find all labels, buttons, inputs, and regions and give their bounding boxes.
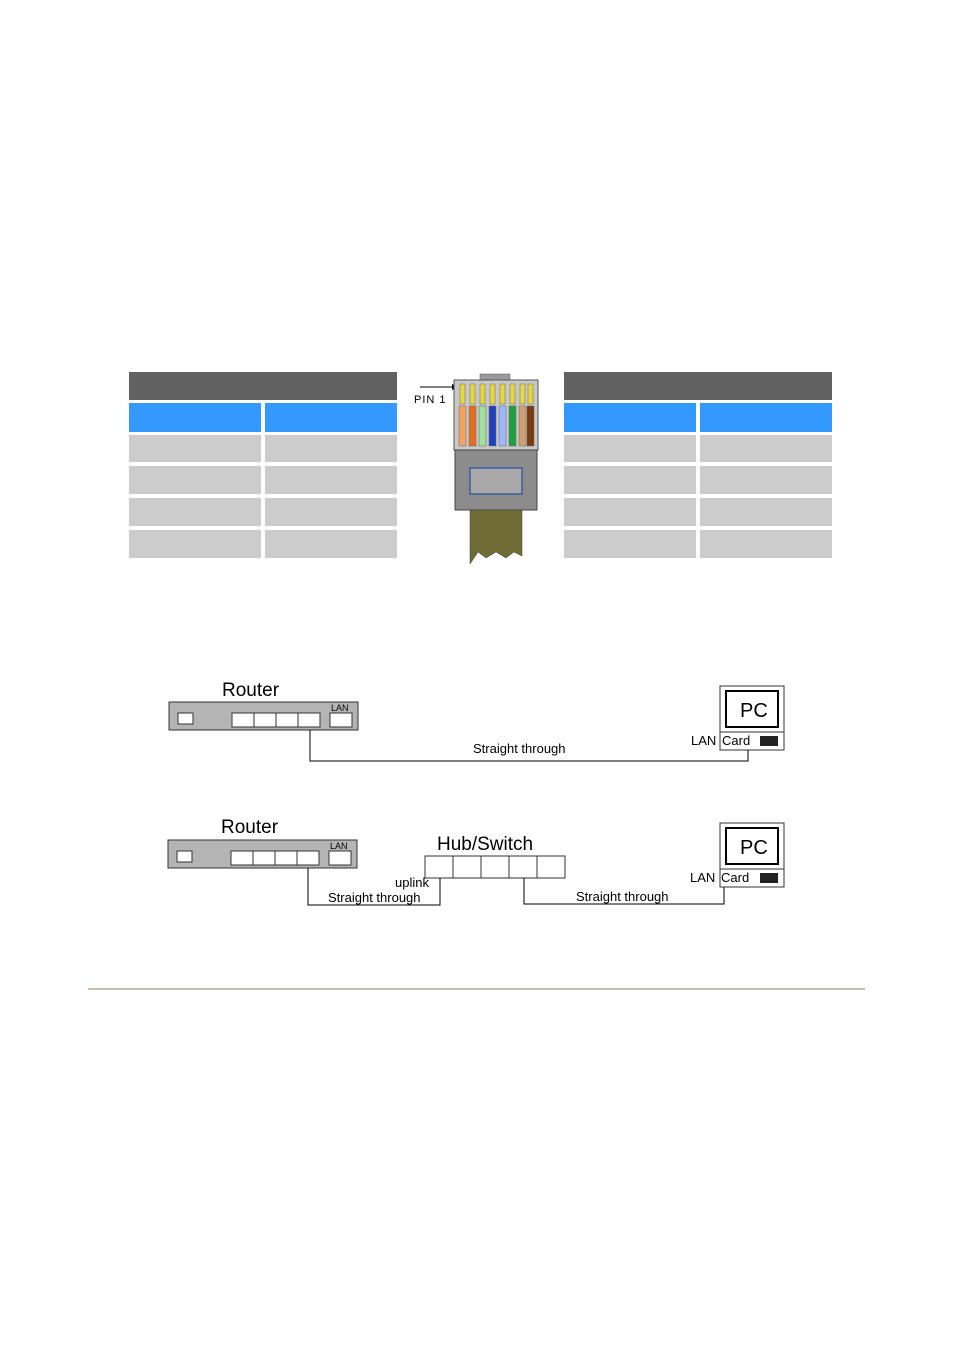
diagram1-lan-label: LAN xyxy=(691,733,716,748)
left-table-subheader-col2 xyxy=(265,403,397,432)
right-table-row-1-col2 xyxy=(700,435,832,462)
diagram1-router-lan-label: LAN xyxy=(331,703,349,713)
left-table-row-2-col1 xyxy=(129,466,261,494)
right-table-row-4-col2 xyxy=(700,530,832,558)
diagram2-cable-2-label: Straight through xyxy=(576,889,669,904)
connector-wires xyxy=(458,405,535,447)
diagram2-uplink-label: uplink xyxy=(395,875,429,890)
right-table-row-3-col1 xyxy=(564,498,696,526)
diagram2-hub-switch xyxy=(424,855,566,879)
diagram2-cable-2 xyxy=(523,878,725,905)
horizontal-divider xyxy=(88,988,865,990)
diagram2-cable-1 xyxy=(307,868,441,906)
diagram1-router-label: Router xyxy=(222,680,280,701)
left-table-row-1-col2 xyxy=(265,435,397,462)
left-table-row-3-col1 xyxy=(129,498,261,526)
diagram2-pc-label: PC xyxy=(740,837,768,859)
diagram2-router: LAN xyxy=(167,839,358,869)
left-table-subheader-col1 xyxy=(129,403,261,432)
right-table-subheader-col1 xyxy=(564,403,696,432)
left-table-row-1-col1 xyxy=(129,435,261,462)
left-table-row-4-col1 xyxy=(129,530,261,558)
pin-1-label: PIN 1 xyxy=(414,394,447,406)
left-table-header xyxy=(129,372,397,400)
diagram2-cable-1-label: Straight through xyxy=(328,890,421,905)
right-table-subheader-col2 xyxy=(700,403,832,432)
diagram1-cable-label: Straight through xyxy=(473,741,566,756)
diagram2-router-label: Router xyxy=(221,817,279,838)
right-table-row-4-col1 xyxy=(564,530,696,558)
right-table-row-3-col2 xyxy=(700,498,832,526)
right-table-row-2-col2 xyxy=(700,466,832,494)
diagram2-hub-label: Hub/Switch xyxy=(437,834,533,855)
diagram2-lan-label: LAN xyxy=(690,870,715,885)
left-table-row-4-col2 xyxy=(265,530,397,558)
diagram1-pc-label: PC xyxy=(740,700,768,722)
connector-pins xyxy=(459,383,534,405)
left-table-row-3-col2 xyxy=(265,498,397,526)
right-table-row-2-col1 xyxy=(564,466,696,494)
diagram2-card-label: Card xyxy=(721,870,749,885)
diagram2-pc: PC xyxy=(719,822,785,888)
diagram1-cable xyxy=(309,730,749,762)
diagram1-card-label: Card xyxy=(722,733,750,748)
left-table-row-2-col2 xyxy=(265,466,397,494)
right-table-header xyxy=(564,372,832,400)
diagram1-router: LAN xyxy=(168,701,359,731)
diagram2-router-lan-label: LAN xyxy=(330,841,348,851)
diagram1-pc: PC xyxy=(719,685,785,751)
right-table-row-1-col1 xyxy=(564,435,696,462)
